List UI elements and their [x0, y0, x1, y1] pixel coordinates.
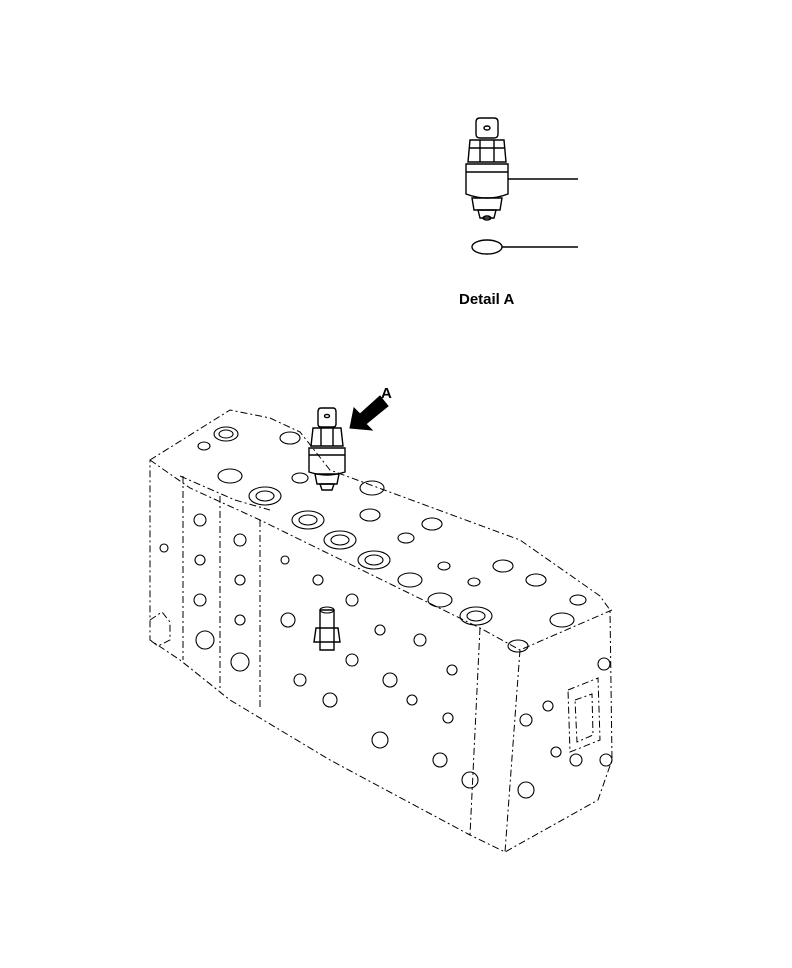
detail-a-caption: Detail A [459, 291, 514, 308]
installed-relief-valve [308, 407, 346, 491]
relief-valve-cartridge [465, 117, 578, 221]
arrow-a-label: A [381, 385, 392, 402]
o-ring [471, 239, 578, 255]
arrow-icon [349, 395, 389, 431]
view-arrow-a: A [349, 385, 392, 431]
detail-a-group: Detail A [459, 117, 578, 308]
control-valve-block [149, 409, 613, 853]
